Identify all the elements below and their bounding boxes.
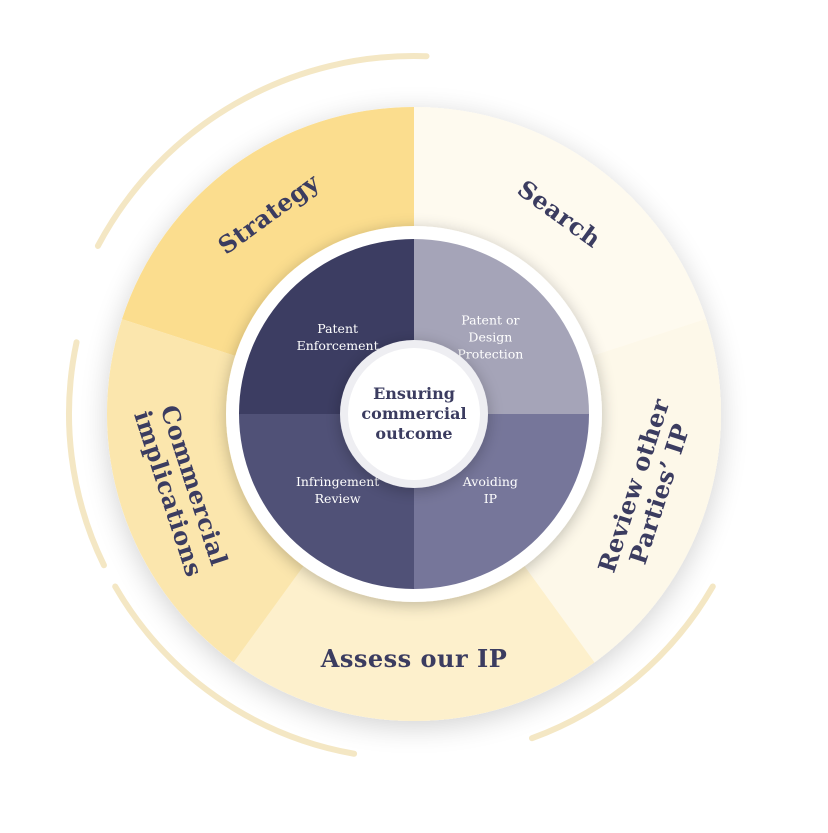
inner-label-line: Review bbox=[315, 490, 361, 505]
inner-label-line: Enforcement bbox=[297, 338, 379, 353]
outer-label-line: Assess our IP bbox=[320, 644, 508, 673]
center-label-line: outcome bbox=[375, 424, 452, 443]
inner-label-line: Protection bbox=[457, 346, 523, 361]
decor-arc-left bbox=[69, 342, 104, 565]
center-label: Ensuringcommercialoutcome bbox=[361, 384, 466, 443]
inner-label-line: Infringement bbox=[296, 473, 379, 488]
inner-label-line: Avoiding bbox=[462, 473, 518, 488]
inner-label-line: Patent bbox=[317, 321, 358, 336]
inner-label-line: Design bbox=[468, 329, 512, 344]
center-label-line: Ensuring bbox=[373, 384, 455, 403]
inner-label-line: Patent or bbox=[461, 312, 519, 327]
outer-segment-label: Assess our IP bbox=[320, 644, 508, 673]
center-label-line: commercial bbox=[361, 404, 466, 423]
inner-label-line: IP bbox=[484, 490, 497, 505]
